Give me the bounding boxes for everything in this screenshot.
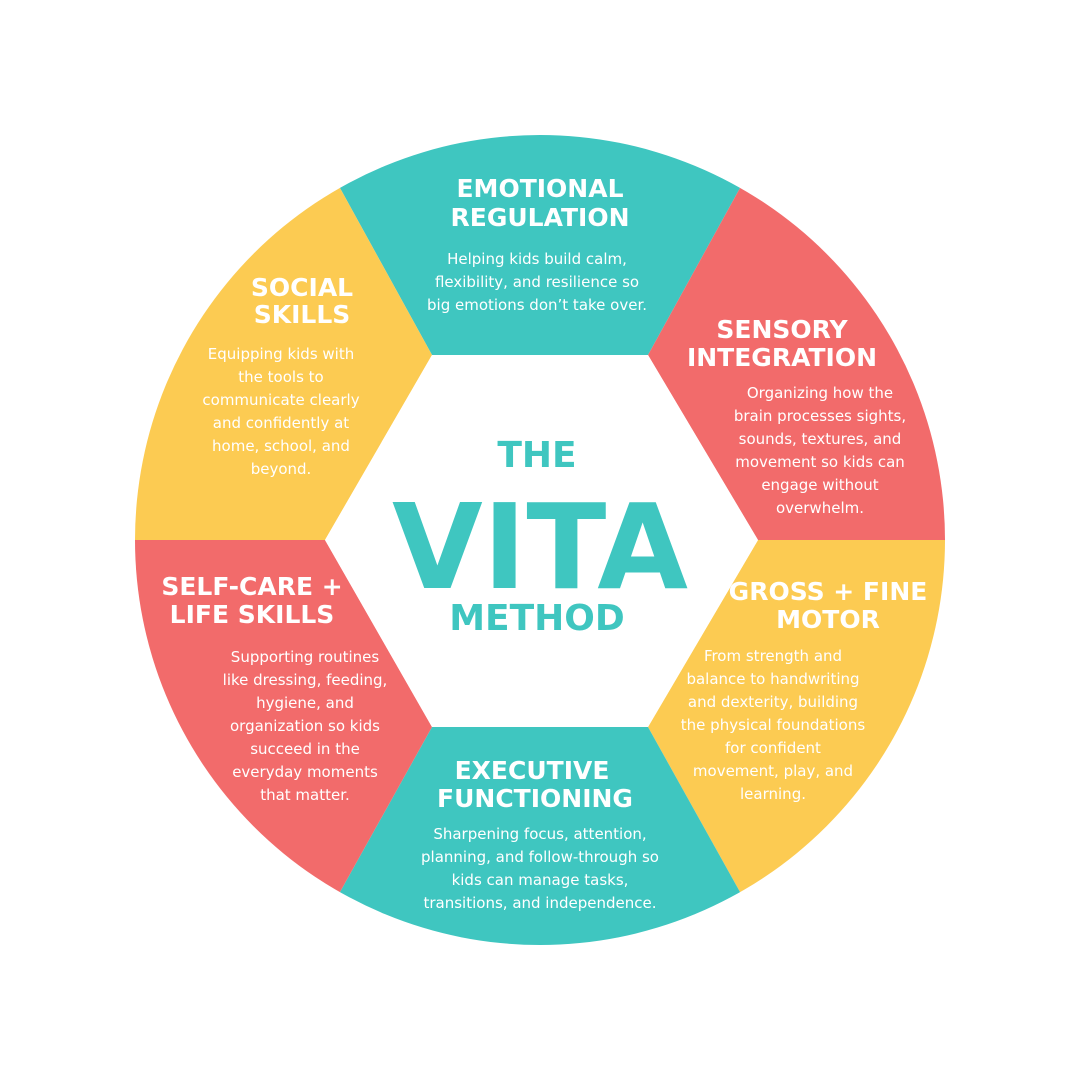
selfcare-body-2: like dressing, feeding, [223,671,388,689]
social-body-5: home, school, and [212,437,350,455]
social-title-1: SOCIAL [251,273,353,302]
center-hexagon [325,355,758,727]
center-the: THE [497,435,576,476]
motor-body-5: for confident [725,739,821,757]
sensory-body-6: overwhelm. [776,499,864,517]
center-method: METHOD [449,598,625,639]
segment-emotional-regulation [340,188,740,355]
social-body-4: and confidently at [213,414,350,432]
social-body-2: the tools to [238,368,323,386]
executive-body-3: kids can manage tasks, [452,871,629,889]
selfcare-body-6: everyday moments [232,763,378,781]
emotional-title-2: REGULATION [450,203,629,232]
social-body-3: communicate clearly [202,391,359,409]
center-title: THE VITA METHOD [392,435,688,639]
sensory-body-5: engage without [761,476,878,494]
social-title-2: SKILLS [254,300,351,329]
sensory-title-2: INTEGRATION [687,343,877,372]
sensory-body-3: sounds, textures, and [739,430,902,448]
emotional-body-1: Helping kids build calm, [447,250,627,268]
motor-body-3: and dexterity, building [688,693,858,711]
social-body-1: Equipping kids with [208,345,354,363]
selfcare-body-3: hygiene, and [256,694,354,712]
executive-title-2: FUNCTIONING [437,784,633,813]
emotional-title-1: EMOTIONAL [456,174,623,203]
executive-body-2: planning, and follow-through so [421,848,659,866]
sensory-body-1: Organizing how the [747,384,893,402]
executive-body-4: transitions, and independence. [424,894,657,912]
motor-body-1: From strength and [704,647,842,665]
motor-body-7: learning. [740,785,806,803]
social-body-6: beyond. [251,460,312,478]
motor-body-2: balance to handwriting [686,670,859,688]
selfcare-title-1: SELF-CARE + [161,572,342,601]
emotional-body-2: flexibility, and resilience so [435,273,639,291]
emotional-body-3: big emotions don’t take over. [427,296,647,314]
sensory-title-1: SENSORY [716,315,848,344]
selfcare-body-7: that matter. [260,786,350,804]
center-vita: VITA [392,478,688,616]
segment-executive-functioning [340,727,740,892]
selfcare-title-2: LIFE SKILLS [170,600,335,629]
selfcare-body-5: succeed in the [250,740,360,758]
executive-title-1: EXECUTIVE [455,756,610,785]
motor-body-4: the physical foundations [681,716,866,734]
motor-title-2: MOTOR [776,605,880,634]
selfcare-body-4: organization so kids [230,717,380,735]
selfcare-body-1: Supporting routines [231,648,380,666]
executive-body-1: Sharpening focus, attention, [433,825,646,843]
sensory-body-4: movement so kids can [735,453,905,471]
sensory-body-2: brain processes sights, [734,407,906,425]
motor-body-6: movement, play, and [693,762,853,780]
wheel [135,135,945,945]
motor-title-1: GROSS + FINE [729,577,928,606]
